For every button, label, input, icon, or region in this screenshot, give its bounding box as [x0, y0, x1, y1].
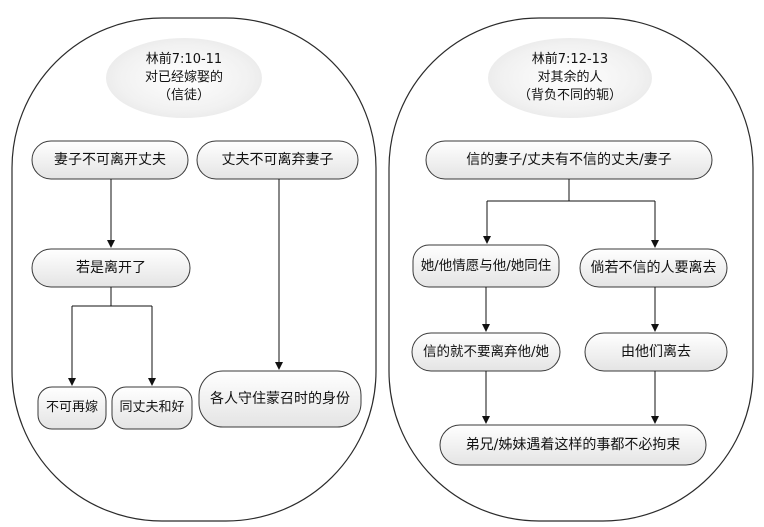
label-not-bound: 弟兄/姊妹遇着这样的事都不必拘束 — [465, 437, 681, 453]
label-willing-stay: 她/他情愿与他/她同住 — [420, 258, 552, 274]
node-keep-status — [198, 370, 362, 428]
node-not-bound — [439, 424, 707, 466]
right-header: 林前7:12-13 对其余的人 （背负不同的轭） — [495, 51, 645, 105]
node-husband-not-leave — [196, 140, 359, 180]
label-keep-status: 各人守住蒙召时的身份 — [210, 391, 350, 407]
label-if-left: 若是离开了 — [76, 260, 146, 276]
left-header-ref: 林前7:10-11 — [145, 52, 223, 67]
node-unbeliever-leave — [579, 248, 728, 288]
left-header-note: （信徒） — [157, 88, 210, 103]
right-header-audience: 对其余的人 — [537, 70, 603, 85]
label-unbeliever-leave: 倘若不信的人要离去 — [590, 260, 717, 276]
left-header-bubble — [106, 38, 262, 118]
right-header-bubble — [488, 38, 652, 118]
right-header-ref: 林前7:12-13 — [531, 52, 609, 67]
label-husband-not-leave: 丈夫不可离弃妻子 — [221, 152, 334, 168]
node-wife-not-leave — [31, 140, 189, 180]
right-header-note: （背负不同的轭） — [517, 88, 622, 103]
label-reconcile: 同丈夫和好 — [119, 400, 185, 415]
node-not-remarry — [37, 386, 107, 430]
label-believer-spouse: 信的妻子/丈夫有不信的丈夫/妻子 — [466, 152, 672, 168]
left-header-audience: 对已经嫁娶的 — [144, 70, 223, 85]
node-reconcile — [111, 386, 193, 430]
label-wife-not-leave: 妻子不可离开丈夫 — [54, 152, 166, 168]
label-dont-divorce: 信的就不要离弃他/她 — [422, 344, 550, 360]
label-not-remarry: 不可再嫁 — [45, 400, 98, 415]
node-let-go — [584, 332, 728, 372]
label-let-go: 由他们离去 — [621, 344, 691, 360]
left-header: 林前7:10-11 对已经嫁娶的 （信徒） — [114, 51, 254, 105]
